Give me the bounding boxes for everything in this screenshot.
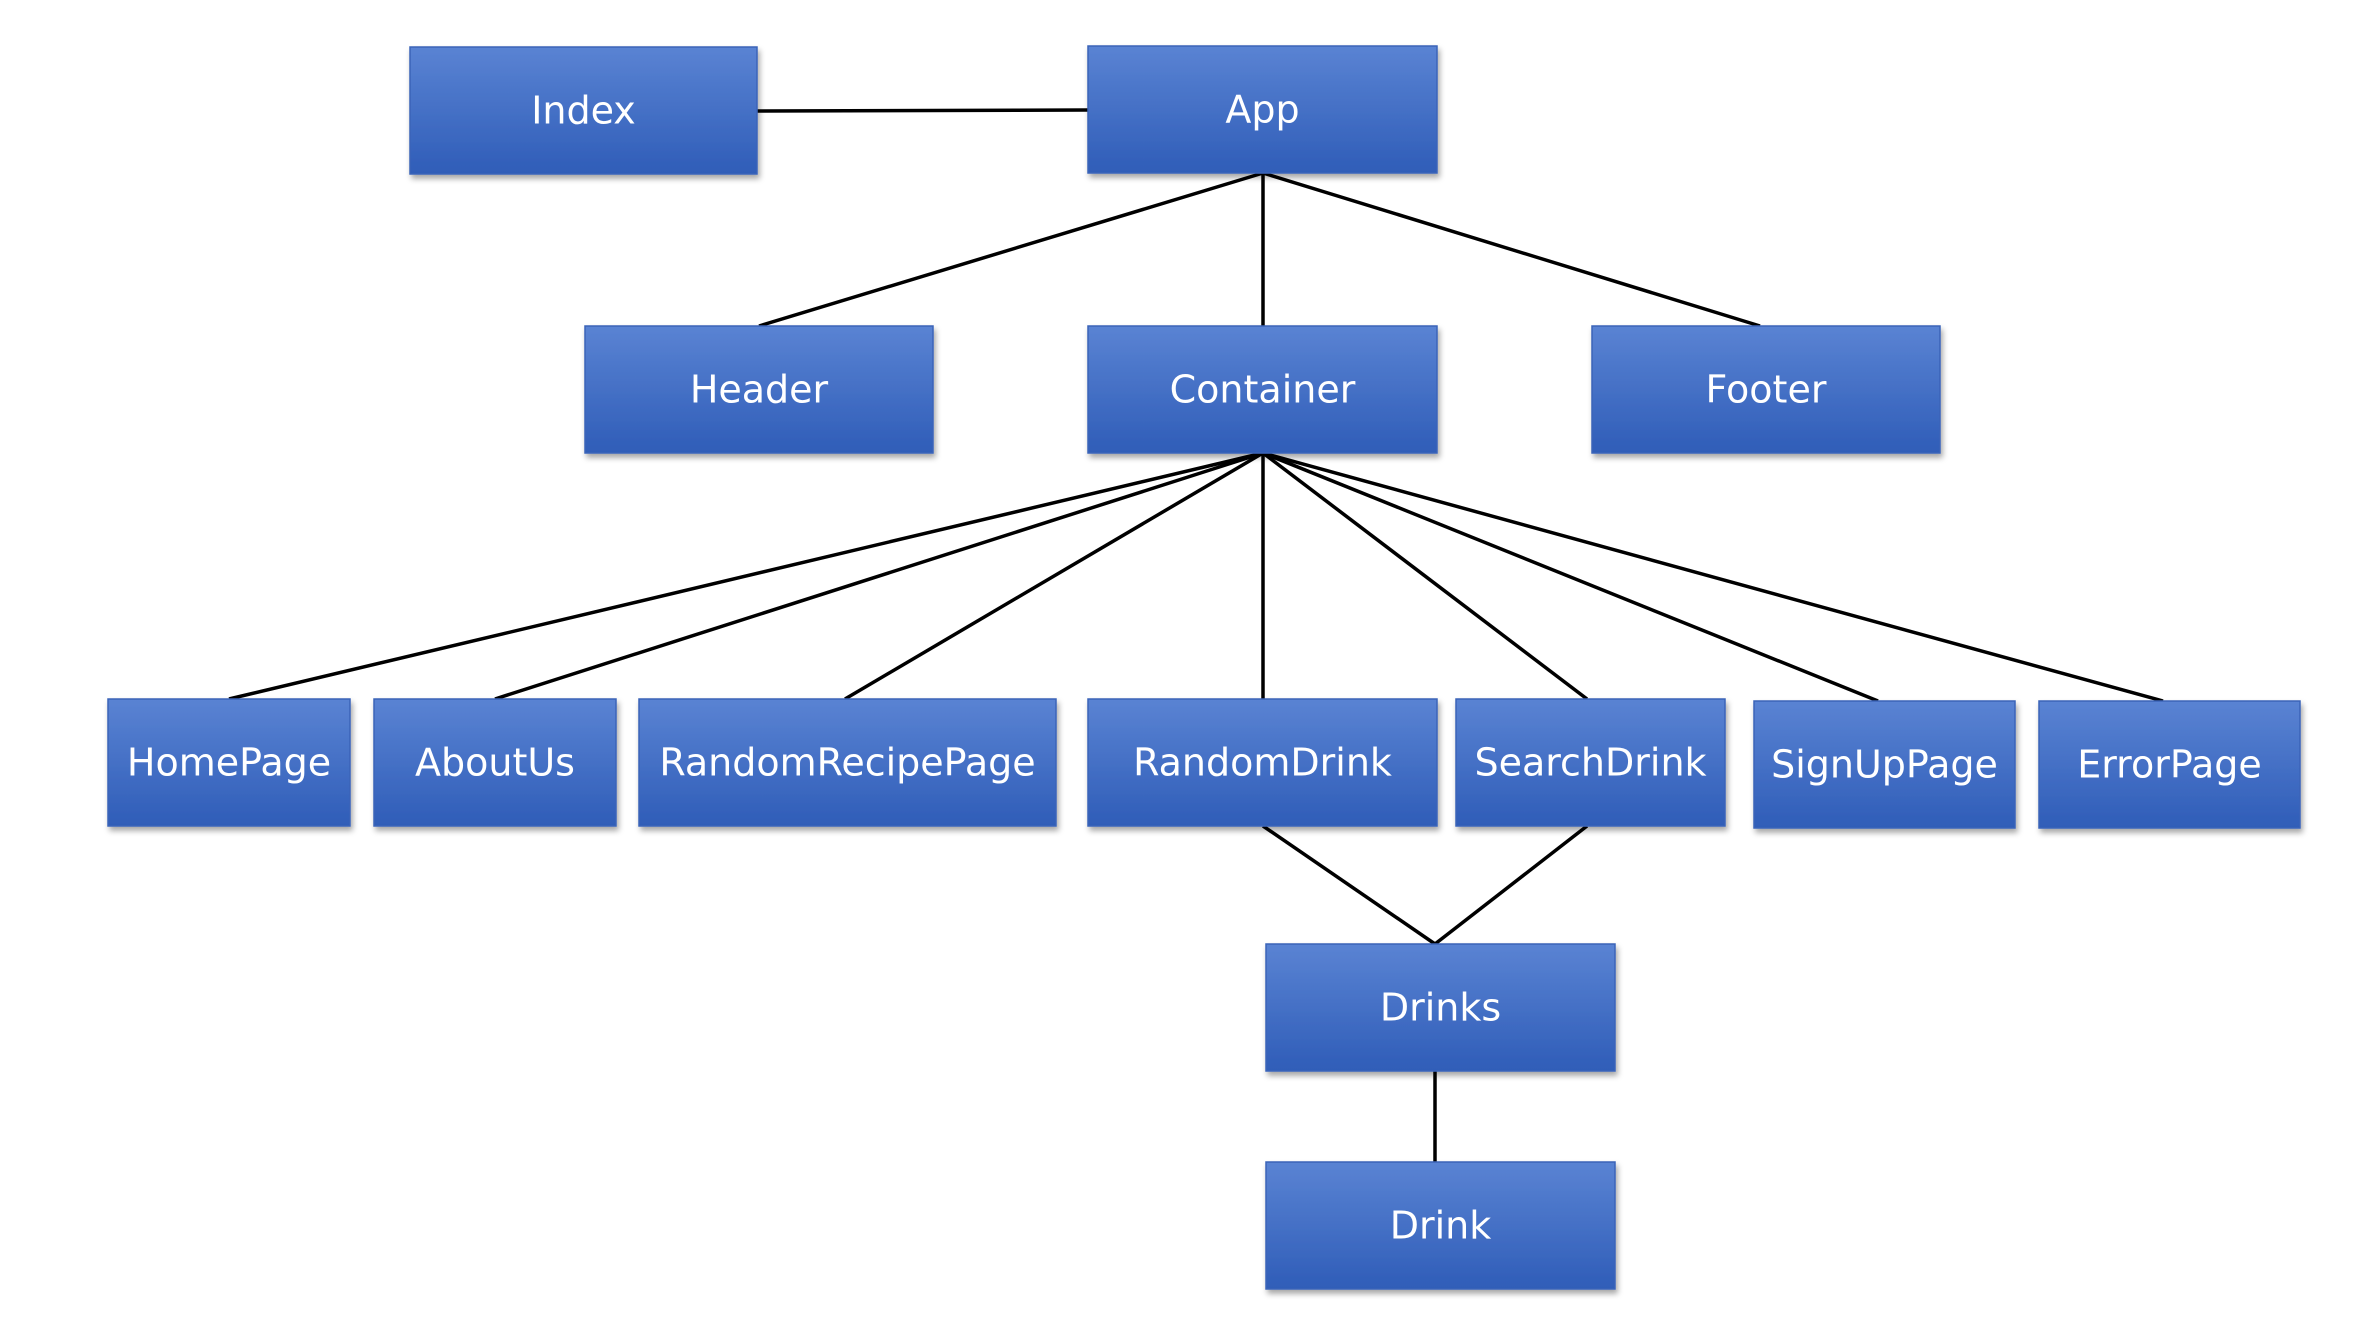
node-randomrecipepage-box: [638, 698, 1057, 827]
node-signuppage-label: SignUpPage: [1771, 743, 1998, 787]
node-app-box: [1087, 45, 1438, 174]
node-searchdrink: SearchDrink: [1455, 698, 1726, 827]
node-app: App: [1087, 45, 1438, 174]
edge-container-errorpage: [1262, 451, 2164, 703]
node-errorpage: ErrorPage: [2038, 700, 2301, 829]
node-errorpage-box: [2038, 700, 2301, 829]
node-drinks-box: [1265, 943, 1616, 1072]
node-header-box: [584, 325, 934, 454]
node-searchdrink-label: SearchDrink: [1474, 741, 1706, 785]
node-header-label: Header: [690, 368, 829, 412]
node-drinks: Drinks: [1265, 943, 1616, 1072]
node-randomrecipepage-label: RandomRecipePage: [659, 741, 1035, 785]
component-nodes: Index App Header Container Footer HomePa…: [107, 45, 2301, 1290]
edge-index-app: [756, 108, 1089, 113]
connector-lines: [228, 108, 2164, 1162]
edge-container-searchdrink: [1261, 451, 1589, 701]
node-randomdrink-label: RandomDrink: [1133, 741, 1392, 785]
node-container-box: [1087, 325, 1438, 454]
edge-app-footer: [1262, 171, 1761, 328]
edge-container-randomrecipepage: [844, 451, 1264, 701]
node-searchdrink-box: [1455, 698, 1726, 827]
node-index: Index: [409, 46, 758, 175]
node-randomdrink-box: [1087, 698, 1438, 827]
node-homepage: HomePage: [107, 698, 351, 827]
edge-randomdrink-drinks: [1262, 824, 1436, 946]
node-aboutus-box: [373, 698, 617, 827]
node-footer-box: [1591, 325, 1941, 454]
node-drinks-label: Drinks: [1380, 986, 1501, 1030]
node-signuppage-box: [1753, 700, 2016, 829]
node-signuppage: SignUpPage: [1753, 700, 2016, 829]
node-footer: Footer: [1591, 325, 1941, 454]
edge-container-aboutus: [494, 451, 1264, 701]
node-drink-label: Drink: [1390, 1204, 1492, 1248]
node-aboutus: AboutUs: [373, 698, 617, 827]
edge-app-header: [758, 171, 1264, 328]
node-index-box: [409, 46, 758, 175]
node-homepage-box: [107, 698, 351, 827]
edge-searchdrink-drinks: [1433, 824, 1589, 946]
node-container: Container: [1087, 325, 1438, 454]
node-randomrecipepage: RandomRecipePage: [638, 698, 1057, 827]
node-app-label: App: [1225, 88, 1299, 132]
node-container-label: Container: [1170, 368, 1356, 412]
node-header: Header: [584, 325, 934, 454]
node-homepage-label: HomePage: [127, 741, 331, 785]
node-drink-box: [1265, 1161, 1616, 1290]
node-index-label: Index: [531, 89, 636, 133]
node-randomdrink: RandomDrink: [1087, 698, 1438, 827]
node-aboutus-label: AboutUs: [415, 741, 575, 785]
edge-container-homepage: [228, 451, 1264, 701]
node-footer-label: Footer: [1706, 368, 1827, 412]
node-errorpage-label: ErrorPage: [2077, 743, 2262, 787]
node-drink: Drink: [1265, 1161, 1616, 1290]
edge-container-signuppage: [1262, 451, 1879, 703]
